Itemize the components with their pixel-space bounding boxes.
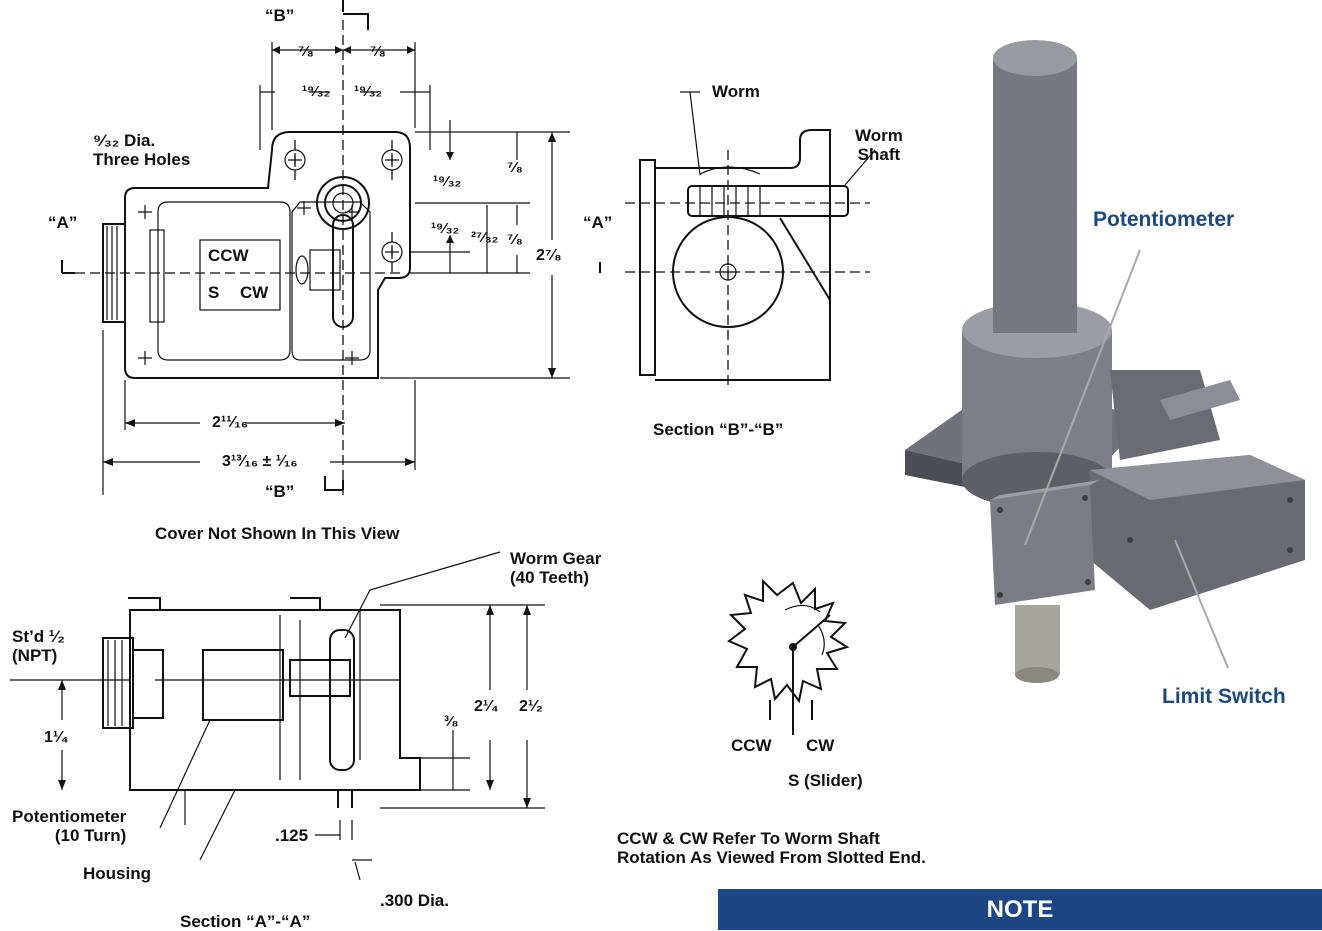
dim-27-32: ²⁷⁄₃₂	[471, 229, 499, 246]
potentiometer-callout: Potentiometer	[1093, 208, 1235, 231]
holes-label: ⁹⁄₃₂ Dia. Three Holes	[93, 131, 191, 169]
dim-7-8-left: ⁷⁄₈	[298, 43, 314, 60]
worm-shaft-label: Worm Shaft	[855, 126, 903, 164]
dim-7-8-right: ⁷⁄₈	[370, 43, 386, 60]
gear-ccw-label: CCW	[731, 736, 772, 755]
rotation-note: CCW & CW Refer To Worm Shaft Rotation As…	[617, 829, 926, 867]
dim-7-8-v1: ⁷⁄₈	[507, 159, 523, 176]
top-view-drawing	[61, 0, 570, 500]
note-header-bar: NOTE	[718, 889, 1322, 930]
actuator-render	[905, 40, 1305, 683]
worm-gear-label: Worm Gear (40 Teeth)	[510, 549, 602, 587]
dim-19-32-right: ¹⁹⁄₃₂	[354, 83, 383, 100]
dim-19-32-v1: ¹⁹⁄₃₂	[433, 173, 462, 190]
dim-1-1-4: 1¹⁄₄	[44, 729, 69, 746]
section-b-top-label: “B”	[265, 6, 295, 25]
section-bb-label: Section “B”-“B”	[653, 420, 784, 439]
dim-3-8: ³⁄₈	[444, 713, 459, 730]
dim-7-8-v2: ⁷⁄₈	[507, 231, 523, 248]
dim-2-7-8: 2⁷⁄₈	[536, 247, 562, 264]
ccw-box-label: CCW	[208, 246, 249, 265]
slider-label: S (Slider)	[788, 771, 863, 790]
section-b-bottom-label: “B”	[265, 482, 295, 501]
section-aa-drawing	[10, 551, 545, 881]
worm-label: Worm	[712, 82, 760, 101]
housing-label: Housing	[83, 864, 151, 883]
section-aa-label: Section “A”-“A”	[180, 912, 311, 931]
dim-3-13-16: 3¹³⁄₁₆ ± ¹⁄₁₆	[222, 453, 298, 470]
section-a-right-label: “A”	[583, 213, 613, 232]
dim-300-dia: .300 Dia.	[380, 891, 449, 910]
cover-note: Cover Not Shown In This View	[155, 524, 400, 543]
std-npt-label: St’d ¹⁄₂ (NPT)	[12, 627, 65, 665]
dim-19-32-left: ¹⁹⁄₃₂	[302, 83, 331, 100]
dim-2-1-2: 2¹⁄₂	[519, 698, 544, 715]
dim-2-1-4: 2¹⁄₄	[474, 698, 499, 715]
s-box-label: S	[208, 283, 220, 302]
potentiometer-10-turn-label: Potentiometer (10 Turn)	[12, 807, 127, 845]
section-bb-drawing	[599, 91, 876, 390]
dim-19-32-v2: ¹⁹⁄₃₂	[431, 220, 460, 237]
dim-125: .125	[275, 826, 309, 845]
dim-2-11-16: 2¹¹⁄₁₆	[212, 414, 249, 431]
gear-cw-label: CW	[806, 736, 835, 755]
gear-symbol	[727, 578, 850, 735]
cw-box-label: CW	[240, 283, 269, 302]
section-a-left-label: “A”	[48, 213, 78, 232]
limit-switch-callout: Limit Switch	[1162, 685, 1286, 708]
